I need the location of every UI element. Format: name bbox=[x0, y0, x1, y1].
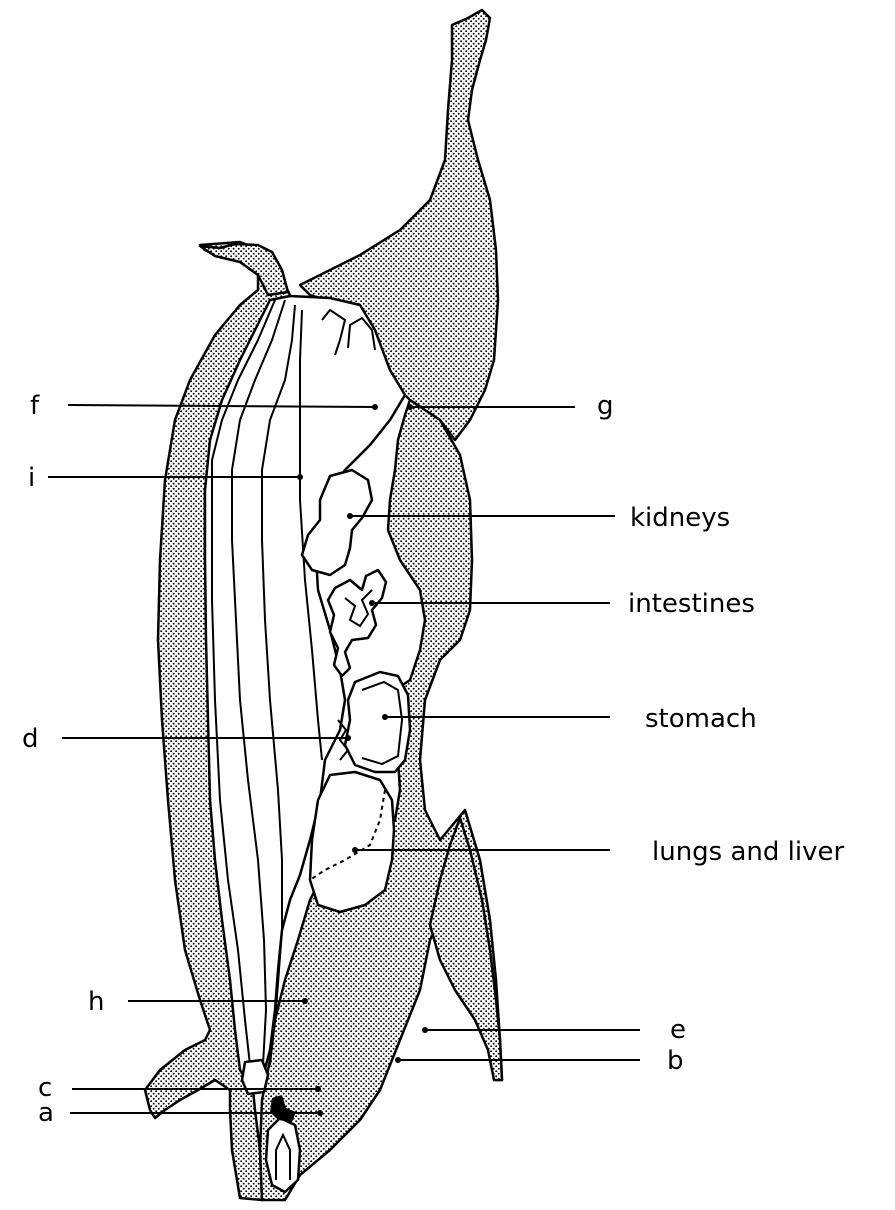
label-e: e bbox=[670, 1015, 686, 1045]
intestines bbox=[328, 570, 386, 676]
label-b: b bbox=[667, 1046, 684, 1076]
label-a: a bbox=[38, 1098, 54, 1128]
neck-piece bbox=[200, 244, 288, 295]
stomach bbox=[345, 672, 410, 772]
label-d: d bbox=[22, 724, 39, 754]
label-lungs-and-liver: lungs and liver bbox=[652, 837, 845, 867]
label-kidneys: kidneys bbox=[630, 503, 730, 533]
label-i: i bbox=[28, 463, 35, 493]
label-intestines: intestines bbox=[628, 589, 755, 619]
bottom-opening bbox=[266, 1118, 300, 1192]
label-f: f bbox=[30, 391, 40, 421]
label-g: g bbox=[597, 391, 614, 421]
label-h: h bbox=[88, 987, 104, 1017]
label-stomach: stomach bbox=[645, 704, 757, 734]
lungs-and-liver bbox=[310, 772, 394, 912]
